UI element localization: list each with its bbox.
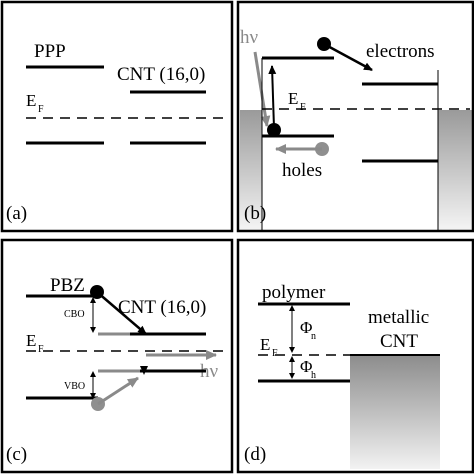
panel-tag-d: (d) [244,444,266,465]
phi-n-subscript: n [311,331,316,342]
fermi-subscript: F [38,104,44,115]
panel-c: PBZ CNT (16,0) CBO E F hν VBO (c) [0,238,234,474]
fermi-subscript-b: F [300,102,306,113]
metallic-label: metallic [368,307,429,328]
cnt-label-c: CNT (16,0) [118,297,206,318]
cnt-shading [438,110,472,230]
metallic-cnt-shading [350,355,440,469]
photon-arrow [253,51,271,127]
photon-label-c: hν [200,361,219,382]
fermi-subscript-d: F [272,348,278,359]
recombination-marker [140,366,148,375]
panel-tag-b: (b) [244,203,266,224]
electrons-label: electrons [366,41,435,62]
phi-h-label: Φ [300,357,312,376]
panel-a: PPP CNT (16,0) E F (a) [0,0,234,233]
panel-tag-a: (a) [6,203,27,224]
panel-d: polymer metallic CNT Φ n E F Φ h (d) [236,238,474,474]
polymer-label-pbz: PBZ [50,275,85,296]
hole-dot [267,123,281,137]
panel-d-frame [236,238,474,474]
panel-b: hν electrons E F holes (b) [236,0,474,233]
fermi-label: E [26,91,36,110]
polymer-shading [240,110,262,230]
hole-transfer-arrow-c [97,376,139,406]
cbo-label: CBO [64,309,85,320]
phi-h-subscript: h [311,370,316,381]
electron-transfer-arrow-c [96,291,147,335]
fermi-subscript-c: F [38,344,44,355]
phi-n-label: Φ [300,318,312,337]
panel-b-frame [236,0,474,233]
polymer-label-ppp: PPP [34,41,66,62]
panel-a-frame [0,0,234,233]
excitation-arrow [268,65,277,129]
cnt-label: CNT (16,0) [117,64,205,85]
holes-label: holes [282,160,322,181]
metallic-cnt-label: CNT [380,331,418,352]
photon-label: hν [240,27,259,48]
panel-tag-c: (c) [6,444,27,465]
electron-transfer-arrow [323,42,373,72]
panel-c-frame [0,238,234,474]
fermi-label-d: E [260,335,270,354]
vbo-label: VBO [64,381,85,392]
fermi-label-c: E [26,331,36,350]
fermi-label-b: E [288,89,298,108]
polymer-label-d: polymer [262,282,326,303]
